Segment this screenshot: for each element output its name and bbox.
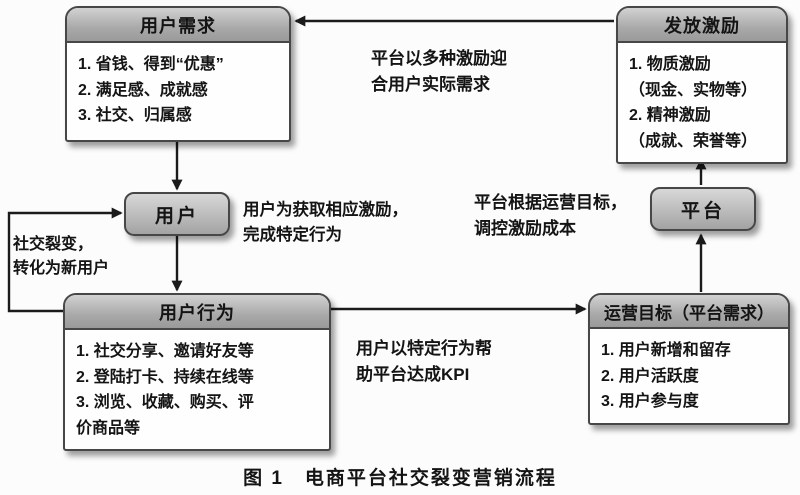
- arrow-fission-loop: [7, 207, 123, 313]
- node-operations: 运营目标（平台需求） 1. 用户新增和留存 2. 用户活跃度 3. 用户参与度: [588, 293, 790, 425]
- edge-label-fission: 社交裂变， 转化为新用户: [13, 236, 110, 277]
- node-user-needs: 用户需求 1. 省钱、得到“优惠” 2. 满足感、成就感 3. 社交、归属感: [65, 6, 291, 142]
- list-item: 3. 浏览、收藏、购买、评 价商品等: [76, 394, 254, 437]
- list-item: 2. 满足感、成就感: [78, 81, 208, 99]
- node-user-needs-title: 用户需求: [67, 8, 289, 43]
- list-item: 1. 用户新增和留存: [601, 342, 731, 359]
- edge-label-user-to-behavior: 用户为获取相应激励， 完成特定行为: [243, 201, 408, 244]
- node-incentives: 发放激励 1. 物质激励 （现金、实物等） 2. 精神激励 （成就、荣誉等）: [616, 6, 788, 165]
- list-item: 3. 社交、归属感: [78, 107, 192, 125]
- list-item: 1. 省钱、得到“优惠”: [78, 56, 224, 73]
- edge-label-platform-adjust: 平台根据运营目标， 调控激励成本: [474, 193, 627, 238]
- node-incentives-body: 1. 物质激励 （现金、实物等） 2. 精神激励 （成就、荣誉等）: [618, 43, 786, 162]
- node-operations-title: 运营目标（平台需求）: [590, 295, 788, 329]
- figure-caption: 图 1 电商平台社交裂变营销流程: [243, 468, 557, 489]
- node-user-behavior: 用户行为 1. 社交分享、邀请好友等 2. 登陆打卡、持续在线等 3. 浏览、收…: [63, 293, 331, 452]
- node-platform: 平台: [650, 187, 756, 231]
- list-item: 2. 精神激励 （成就、荣誉等）: [629, 107, 758, 150]
- node-user: 用户: [124, 192, 230, 236]
- list-item: 2. 登陆打卡、持续在线等: [76, 368, 254, 386]
- list-item: 2. 用户活跃度: [601, 367, 699, 385]
- node-user-behavior-body: 1. 社交分享、邀请好友等 2. 登陆打卡、持续在线等 3. 浏览、收藏、购买、…: [65, 330, 329, 449]
- edge-label-behavior-to-kpi: 用户以特定行为帮 助平台达成KPI: [356, 339, 492, 384]
- list-item: 3. 用户参与度: [601, 393, 699, 411]
- edge-label-incentive-to-needs: 平台以多种激励迎 合用户实际需求: [371, 49, 507, 94]
- node-incentives-title: 发放激励: [618, 8, 786, 43]
- node-user-behavior-title: 用户行为: [65, 295, 329, 330]
- node-operations-body: 1. 用户新增和留存 2. 用户活跃度 3. 用户参与度: [590, 329, 788, 423]
- list-item: 1. 物质激励 （现金、实物等）: [629, 56, 758, 99]
- list-item: 1. 社交分享、邀请好友等: [76, 343, 254, 360]
- node-user-needs-body: 1. 省钱、得到“优惠” 2. 满足感、成就感 3. 社交、归属感: [67, 43, 289, 140]
